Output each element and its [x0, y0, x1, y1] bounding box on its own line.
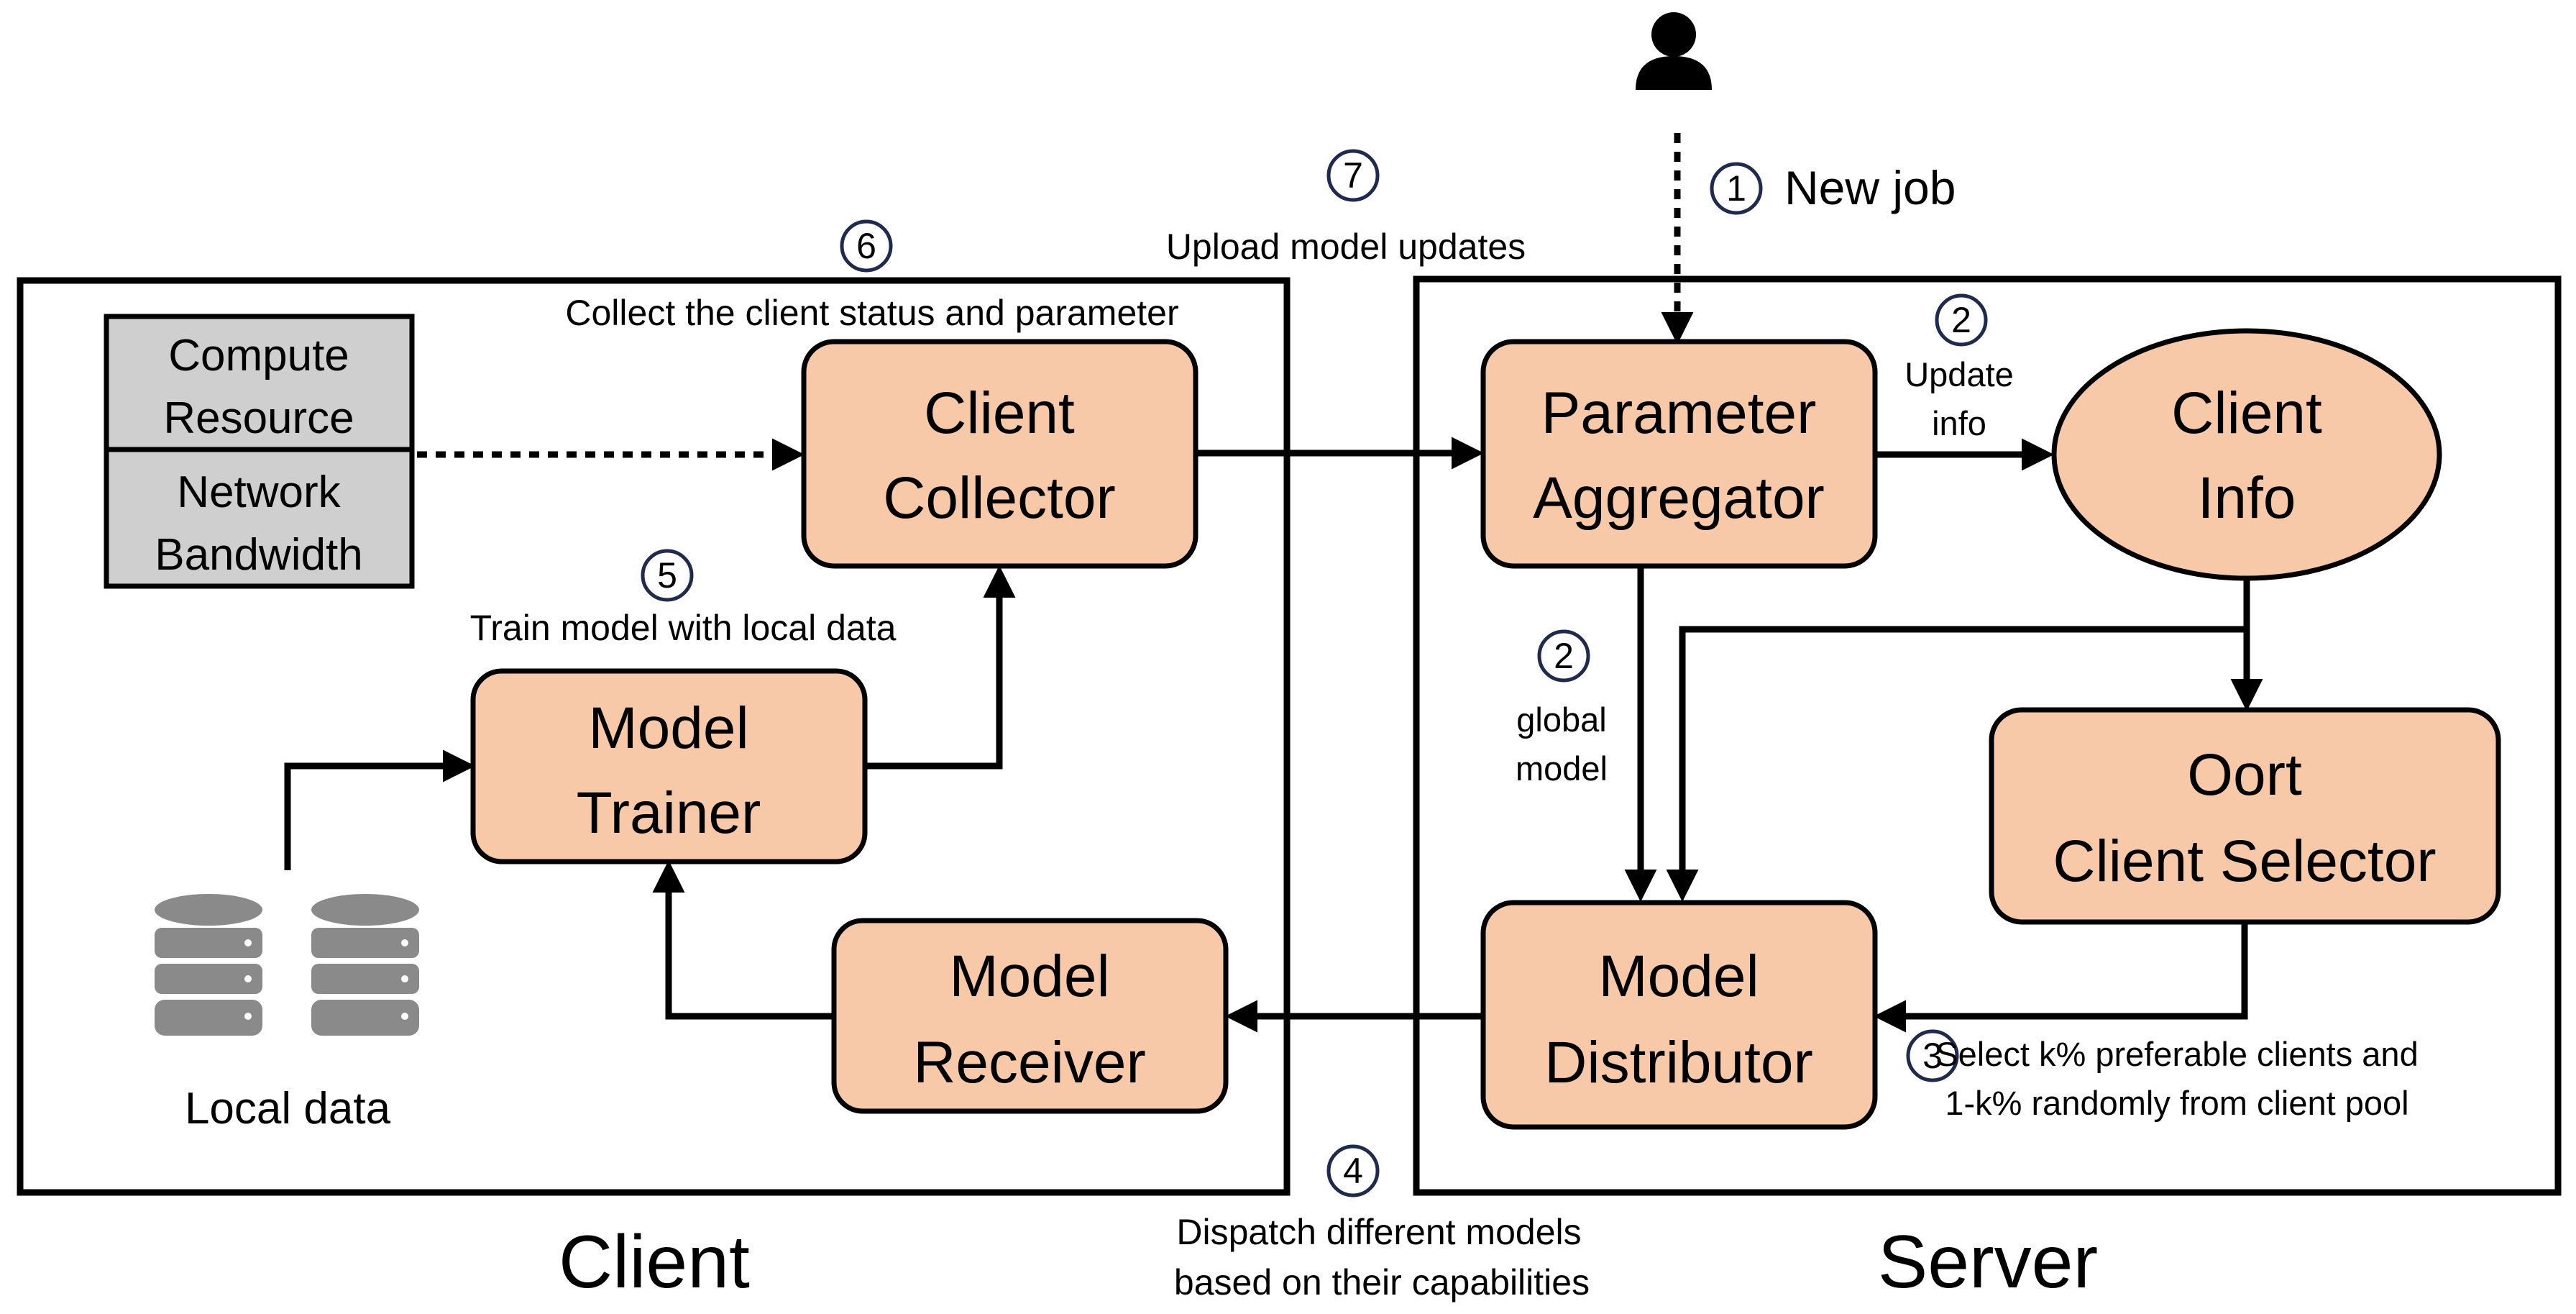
trainer-to-collector-arrow	[865, 565, 1016, 770]
global-model-line-1: global	[1516, 701, 1606, 739]
collect-status-label: Collect the client status and parameter	[565, 293, 1178, 333]
oort-selector-line-1: Oort	[2187, 742, 2302, 808]
server-section-label: Server	[1878, 1221, 2098, 1304]
data-to-trainer-arrow	[284, 749, 475, 870]
dispatch-models-line-1: Dispatch different models	[1176, 1212, 1581, 1252]
model-receiver-line-1: Model	[949, 944, 1109, 1009]
select-clients-line-2: 1-k% randomly from client pool	[1945, 1084, 2408, 1122]
update-info-line-1: Update	[1905, 355, 2014, 393]
step-4: 4 Dispatch different models based on the…	[1174, 1144, 1590, 1302]
oort-client-selector-box: Oort Client Selector	[1989, 707, 2501, 925]
step-3-number: 3	[1922, 1036, 1943, 1076]
step-7-number: 7	[1343, 155, 1363, 196]
step-7: 7 Upload model updates	[1166, 149, 1526, 267]
new-job-label: New job	[1784, 161, 1956, 214]
step-6: 6 Collect the client status and paramete…	[565, 219, 1179, 333]
model-distributor-line-2: Distributor	[1544, 1030, 1813, 1095]
model-trainer-line-2: Trainer	[577, 780, 761, 846]
parameter-aggregator-line-2: Aggregator	[1533, 465, 1825, 531]
network-bandwidth-box: Network Bandwidth	[104, 447, 415, 589]
server-frame	[1413, 275, 2562, 1196]
client-collector-box: Client Collector	[801, 339, 1198, 569]
model-distributor-box: Model Distributor	[1480, 900, 1878, 1130]
compute-resource-line-1: Compute	[168, 331, 349, 380]
client-frame	[17, 277, 1291, 1196]
person-icon	[1636, 12, 1712, 90]
select-clients-line-1: Select k% preferable clients and	[1935, 1035, 2418, 1073]
update-info-line-2: info	[1932, 404, 1986, 442]
step-1: 1 New job	[1710, 161, 1956, 215]
step-5-number: 5	[657, 555, 677, 596]
client-collector-line-2: Collector	[883, 465, 1116, 531]
model-trainer-box: Model Trainer	[470, 668, 868, 864]
train-model-label: Train model with local data	[470, 608, 897, 648]
client-section-label: Client	[559, 1221, 750, 1304]
compute-resource-line-2: Resource	[163, 393, 354, 443]
database-icon-2	[311, 894, 419, 1036]
global-model-line-2: model	[1516, 749, 1608, 788]
dispatch-models-line-2: based on their capabilities	[1174, 1262, 1590, 1302]
network-bandwidth-line-1: Network	[177, 467, 341, 517]
client-info-line-2: Info	[2198, 465, 2296, 531]
model-receiver-box: Model Receiver	[831, 918, 1229, 1114]
clientinfo-to-distributor-arrow	[1666, 626, 2247, 902]
step-2-update: 2 Update info	[1905, 293, 2014, 442]
network-bandwidth-line-2: Bandwidth	[155, 530, 363, 580]
step-4-number: 4	[1343, 1151, 1363, 1191]
model-receiver-line-2: Receiver	[913, 1030, 1146, 1095]
local-data-label: Local data	[185, 1084, 391, 1133]
client-info-ellipse: Client Info	[2051, 328, 2442, 581]
selector-to-distributor-arrow	[1874, 922, 2248, 1033]
parameter-aggregator-line-1: Parameter	[1541, 380, 1817, 446]
step-5: 5 Train model with local data	[470, 549, 897, 648]
step-6-number: 6	[856, 226, 876, 266]
step-1-number: 1	[1726, 168, 1746, 209]
oort-selector-line-2: Client Selector	[2053, 829, 2436, 894]
step-2-global: 2 global model	[1516, 629, 1608, 788]
database-icon	[155, 894, 262, 1036]
upload-updates-label: Upload model updates	[1166, 227, 1526, 267]
client-collector-line-1: Client	[924, 380, 1075, 446]
step-2b-number: 2	[1554, 636, 1574, 676]
step-3: 3 Select k% preferable clients and 1-k% …	[1906, 1029, 2419, 1122]
compute-resource-box: Compute Resource	[104, 314, 415, 452]
receiver-to-trainer-arrow	[652, 860, 834, 1020]
model-trainer-line-1: Model	[588, 695, 748, 761]
step-2a-number: 2	[1951, 300, 1971, 340]
parameter-aggregator-box: Parameter Aggregator	[1480, 339, 1878, 569]
client-info-line-1: Client	[2171, 380, 2322, 446]
model-distributor-line-1: Model	[1598, 944, 1759, 1009]
